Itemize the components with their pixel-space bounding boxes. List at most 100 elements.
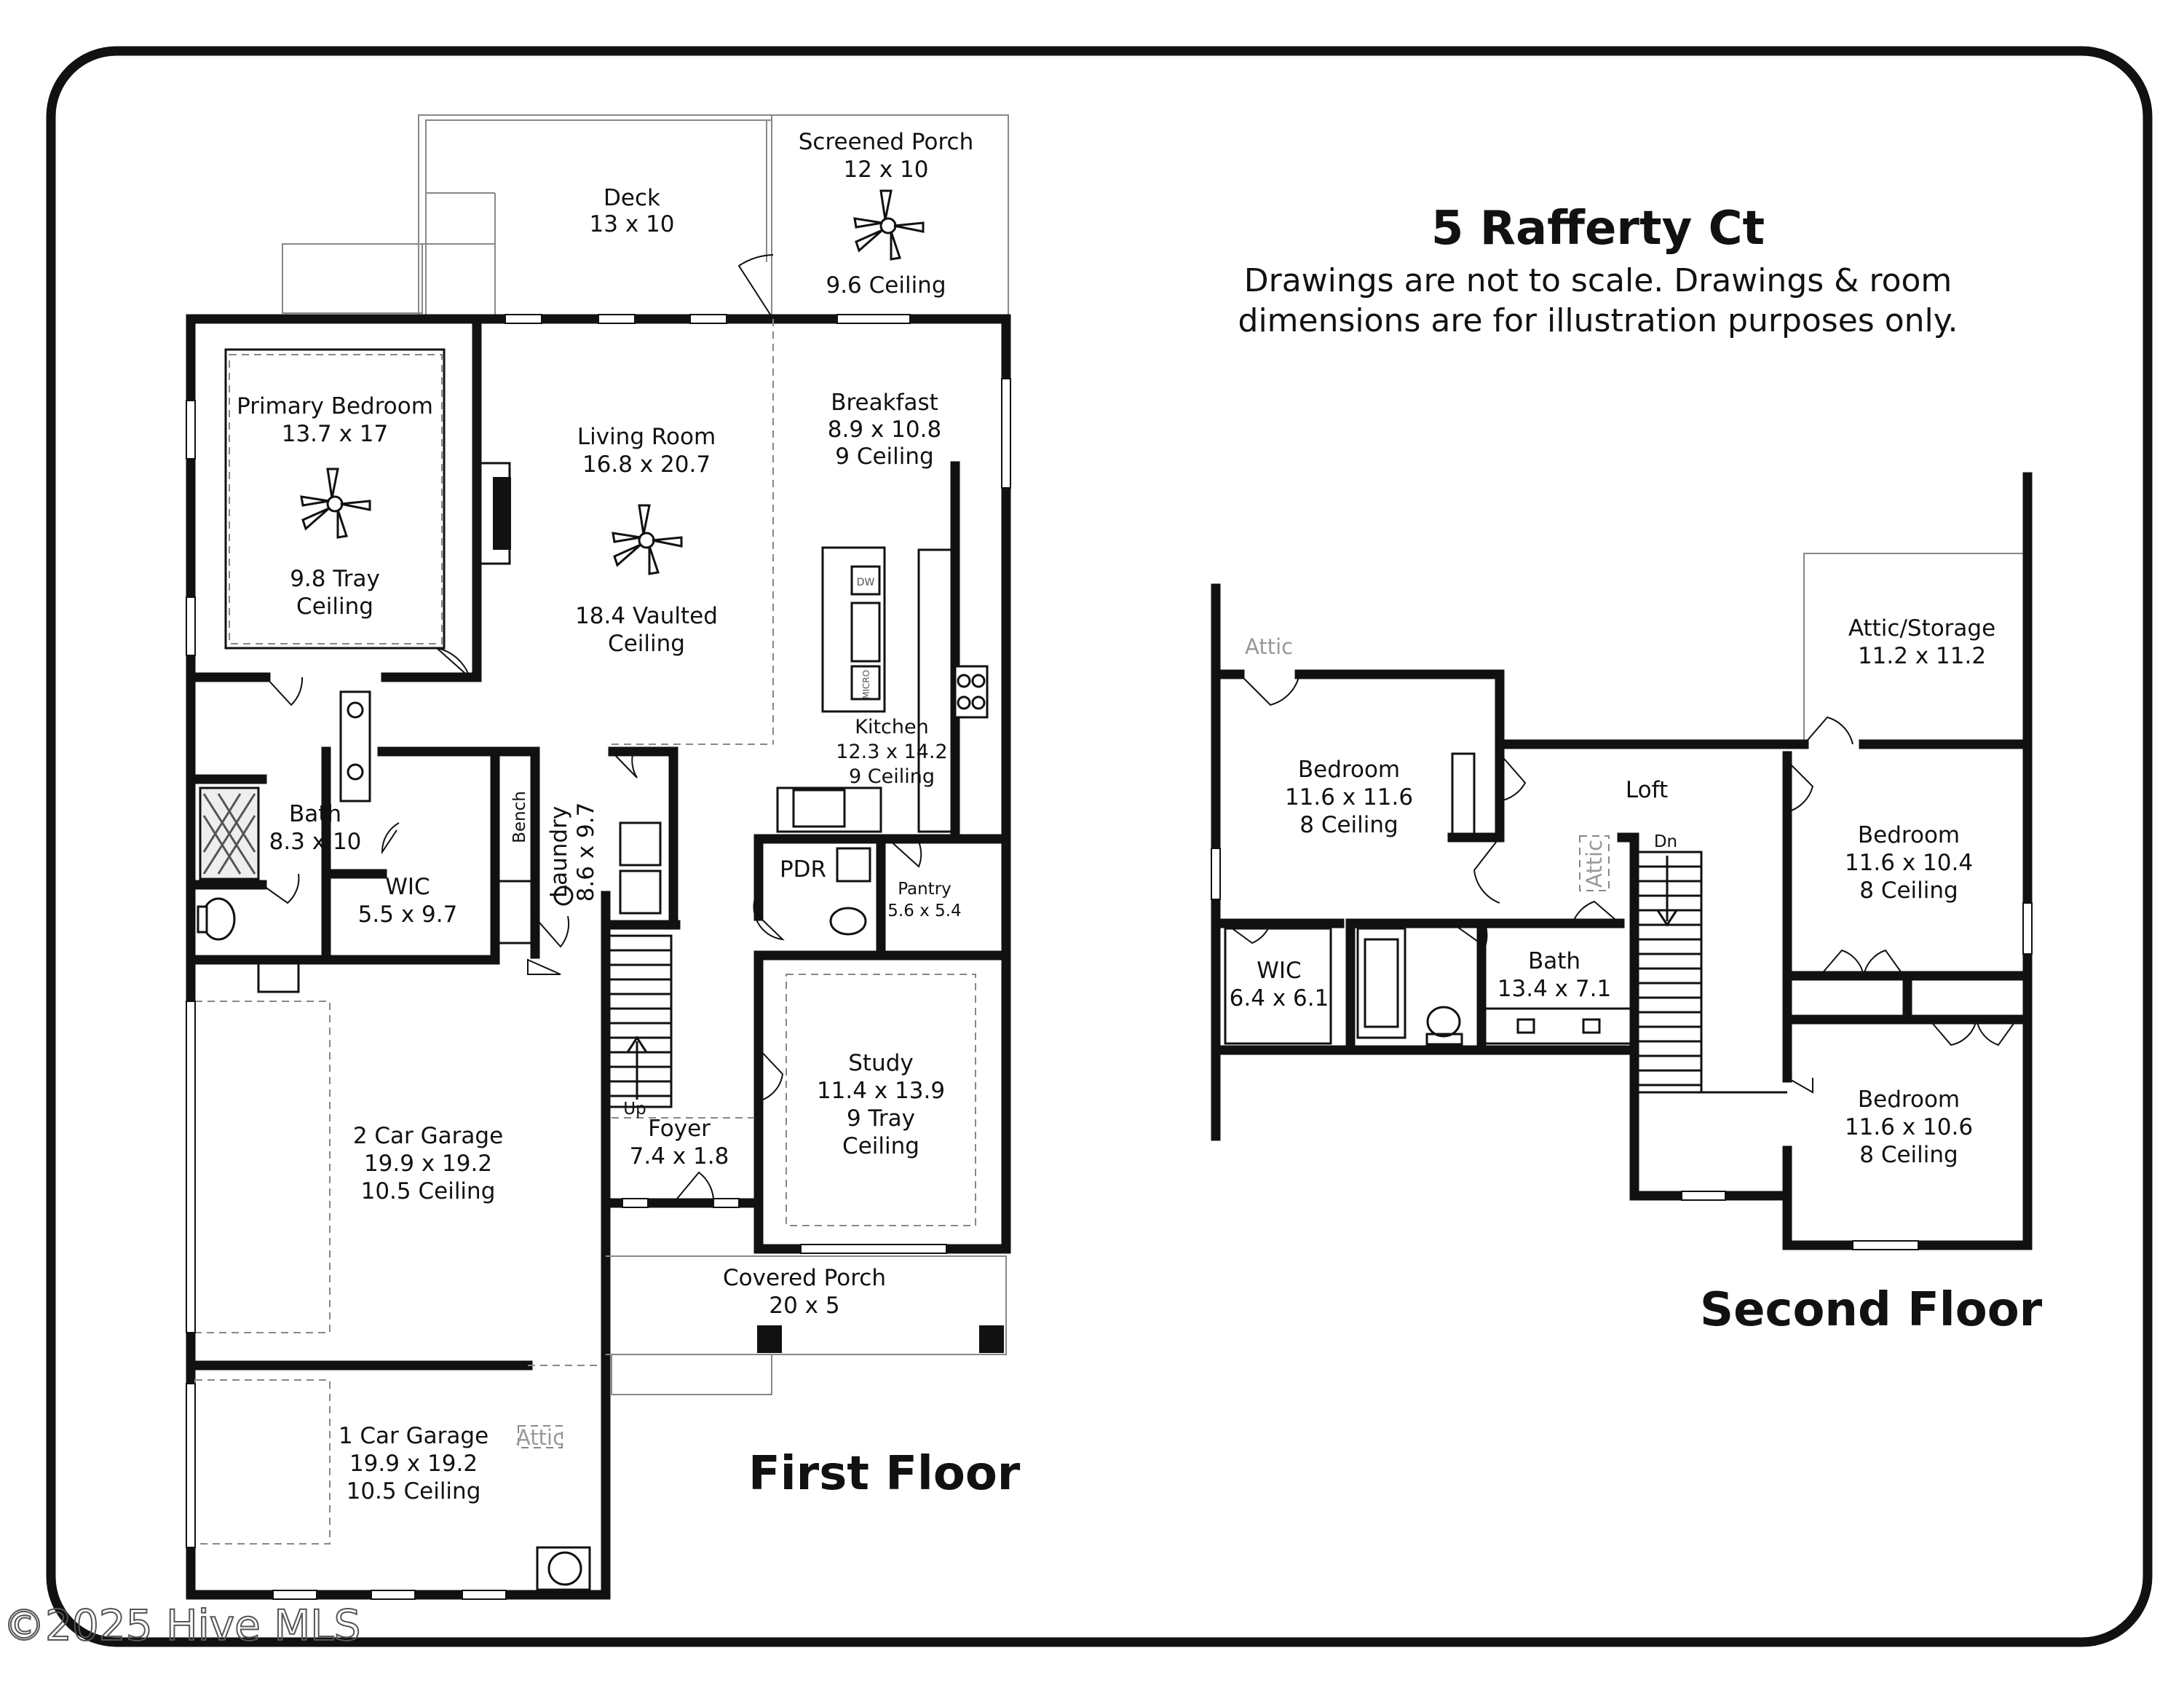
bath-name: Bath — [289, 801, 341, 827]
stairs-down-label: Dn — [1654, 832, 1677, 851]
living-room-name: Living Room — [577, 424, 716, 450]
pdr-toilet — [829, 907, 867, 936]
wic-2-dims: 6.4 x 6.1 — [1230, 985, 1329, 1011]
pdr-label: PDR — [780, 856, 826, 883]
loft-label: Loft — [1626, 777, 1668, 803]
kitchen-sink-counter — [776, 786, 882, 833]
bench-label: Bench — [510, 791, 529, 843]
study-ceiling: 9 Tray — [847, 1105, 915, 1132]
micro-label: MICRO — [861, 670, 871, 699]
attic-storage-dims: 11.2 x 11.2 — [1858, 643, 1986, 669]
first-floor: DW MICRO — [186, 114, 1021, 1600]
bath-dims: 8.3 x 10 — [269, 829, 362, 855]
bath-2-name: Bath — [1528, 948, 1580, 974]
study-dims: 11.4 x 13.9 — [817, 1078, 945, 1104]
primary-bedroom-name: Primary Bedroom — [237, 393, 433, 419]
bath-vanity — [1484, 1007, 1632, 1045]
bedroom-c-ceiling: 8 Ceiling — [1859, 1142, 1958, 1168]
garage2-dims: 19.9 x 19.2 — [364, 1151, 492, 1177]
bedroom-a-name: Bedroom — [1298, 757, 1400, 783]
second-floor: Attic Attic/Storage 11.2 x 11.2 Bedroom … — [1211, 472, 2043, 1337]
disclaimer-line-1: Drawings are not to scale. Drawings & ro… — [1244, 262, 1952, 299]
attic-left-label: Attic — [1245, 634, 1293, 659]
garage2-name: 2 Car Garage — [353, 1123, 503, 1149]
laundry-name: Laundry — [546, 806, 572, 898]
loft-attic-label: Attic — [1582, 840, 1607, 888]
watermark: ©2025 Hive MLS — [3, 1601, 360, 1650]
study-ceiling-2: Ceiling — [842, 1133, 919, 1159]
living-room-dims: 16.8 x 20.7 — [582, 451, 711, 478]
breakfast-dims: 8.9 x 10.8 — [828, 417, 941, 443]
attic-storage-name: Attic/Storage — [1848, 615, 1995, 642]
bedroom-b-ceiling: 8 Ceiling — [1859, 877, 1958, 904]
garage-attic-hatch — [518, 1425, 563, 1448]
foyer-name: Foyer — [648, 1116, 711, 1142]
fan-icon — [612, 504, 683, 575]
study-name: Study — [848, 1050, 914, 1076]
garage2-ceiling: 10.5 Ceiling — [361, 1178, 496, 1204]
stairs-up-label: Up — [623, 1100, 646, 1119]
dw-label: DW — [857, 577, 875, 588]
living-room-ceiling-2: Ceiling — [608, 631, 685, 657]
wic-dims: 5.5 x 9.7 — [358, 902, 458, 928]
laundry-dims: 8.6 x 9.7 — [573, 802, 599, 902]
wic-2-name: WIC — [1257, 958, 1301, 984]
foyer-dims: 7.4 x 1.8 — [630, 1143, 729, 1170]
page-frame — [46, 46, 2153, 1647]
primary-bedroom-ceiling: 9.8 Tray — [290, 566, 380, 592]
pantry-dims: 5.6 x 5.4 — [887, 902, 961, 920]
bath-vanity — [339, 690, 371, 802]
kitchen-ceiling: 9 Ceiling — [849, 765, 935, 788]
deck-outline — [418, 114, 1009, 315]
living-room-ceiling: 18.4 Vaulted — [575, 603, 718, 629]
bath-toilet — [1426, 1006, 1461, 1038]
second-floor-heading: Second Floor — [1700, 1283, 2043, 1337]
bedroom-b-dims: 11.6 x 10.4 — [1845, 850, 1973, 876]
garage1-dims: 19.9 x 19.2 — [349, 1451, 478, 1477]
screened-porch-ceiling: 9.6 Ceiling — [826, 272, 946, 299]
deck-stairs — [282, 192, 496, 315]
garage1-name: 1 Car Garage — [339, 1423, 488, 1449]
porch-door — [737, 254, 774, 320]
kitchen-dims: 12.3 x 14.2 — [836, 741, 947, 763]
bedroom-c-dims: 11.6 x 10.6 — [1845, 1114, 1973, 1140]
breakfast-ceiling: 9 Ceiling — [835, 443, 933, 470]
bath-2-dims: 13.4 x 7.1 — [1497, 976, 1611, 1002]
bathtub — [1356, 927, 1406, 1039]
deck-dims: 13 x 10 — [590, 211, 675, 237]
study-tray-outline — [786, 974, 976, 1226]
deck-name: Deck — [604, 185, 660, 211]
fan-icon — [853, 189, 925, 261]
primary-tray-outline — [229, 354, 443, 644]
range — [954, 665, 989, 719]
primary-bedroom-ceiling-2: Ceiling — [296, 593, 373, 620]
garage-attic-label: Attic — [516, 1425, 564, 1450]
covered-porch-outline — [606, 1255, 1007, 1355]
fan-icon — [300, 468, 371, 539]
loft-attic-hatch — [1579, 835, 1610, 891]
first-floor-heading: First Floor — [748, 1447, 1021, 1501]
kitchen-counter — [917, 548, 955, 833]
washer — [619, 821, 662, 867]
stairs-up — [604, 934, 673, 1108]
kitchen-island — [821, 546, 886, 713]
laundry-sink — [553, 886, 574, 906]
dryer — [619, 869, 662, 915]
breakfast-name: Breakfast — [831, 390, 938, 416]
garage-sink — [257, 960, 300, 993]
pantry-name: Pantry — [898, 880, 951, 899]
bedroom-b-name: Bedroom — [1858, 822, 1960, 848]
bedroom-a-dims: 11.6 x 11.6 — [1285, 784, 1413, 811]
covered-porch-name: Covered Porch — [723, 1265, 886, 1291]
bedroom-c-name: Bedroom — [1858, 1086, 1960, 1113]
laundry-counter — [497, 880, 533, 944]
pdr-sink — [836, 847, 871, 883]
covered-porch-dims: 20 x 5 — [769, 1293, 839, 1319]
garage1-ceiling: 10.5 Ceiling — [347, 1478, 481, 1504]
stairs-down — [1633, 851, 1787, 1094]
screened-porch-dims: 12 x 10 — [844, 157, 929, 183]
wic-name: WIC — [385, 874, 430, 900]
bedroom-a-ceiling: 8 Ceiling — [1299, 812, 1398, 838]
disclaimer-line-2: dimensions are for illustration purposes… — [1238, 302, 1958, 339]
